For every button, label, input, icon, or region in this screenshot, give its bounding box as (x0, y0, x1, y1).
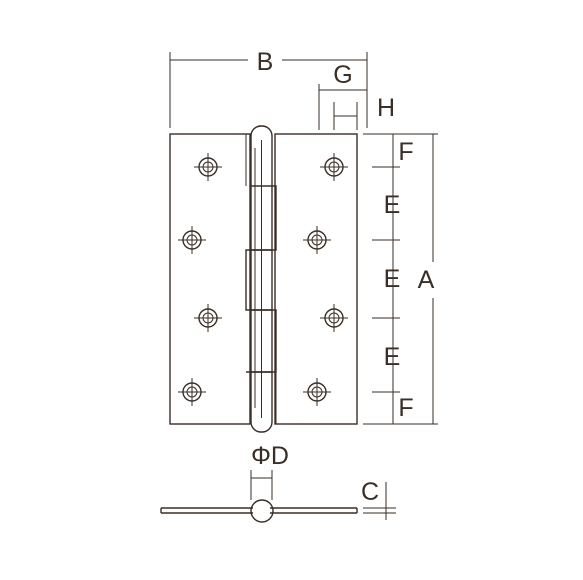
hinge-end-view (160, 499, 358, 523)
left-leaf (169, 133, 251, 425)
dimension-label-h: H (377, 94, 395, 122)
screw-hole-icon (303, 378, 331, 406)
screw-hole-icon (303, 226, 331, 254)
dimension-d: ΦD (250, 442, 289, 500)
screw-hole-icon (194, 153, 222, 181)
dimension-label-f-top: F (398, 138, 413, 166)
screw-hole-icon (178, 226, 206, 254)
screw-hole-icon (320, 153, 348, 181)
dimension-label-e-2: E (384, 265, 401, 293)
hinge-pin (250, 125, 273, 433)
right-leaf-screw-holes (303, 153, 348, 406)
screw-hole-icon (178, 378, 206, 406)
knuckle-end-lines (245, 134, 277, 424)
dimension-h: H (333, 94, 395, 130)
dimension-label-g: G (333, 61, 352, 89)
screw-hole-icon (194, 304, 222, 332)
dimension-label-e-3: E (384, 343, 401, 371)
right-leaf (274, 133, 358, 425)
dimension-c: C (361, 478, 396, 520)
dimension-label-d: ΦD (251, 442, 289, 470)
dimension-g: G (318, 61, 367, 130)
dimension-a: A (418, 134, 435, 424)
dimension-label-c: C (361, 478, 379, 506)
hinge-front-view (169, 125, 358, 433)
knuckle-segments (245, 134, 277, 424)
left-leaf-screw-holes (178, 153, 222, 406)
dimension-label-b: B (257, 48, 274, 76)
dimension-label-a: A (418, 266, 435, 294)
knuckle-inner-lines (249, 186, 273, 372)
dimension-pitch-chain: F E E E F (363, 133, 438, 425)
dimension-label-e-1: E (384, 191, 401, 219)
dimension-b: B (169, 48, 368, 128)
screw-hole-icon (320, 304, 348, 332)
dimension-label-f-bottom: F (398, 394, 413, 422)
pin-section (250, 499, 274, 523)
